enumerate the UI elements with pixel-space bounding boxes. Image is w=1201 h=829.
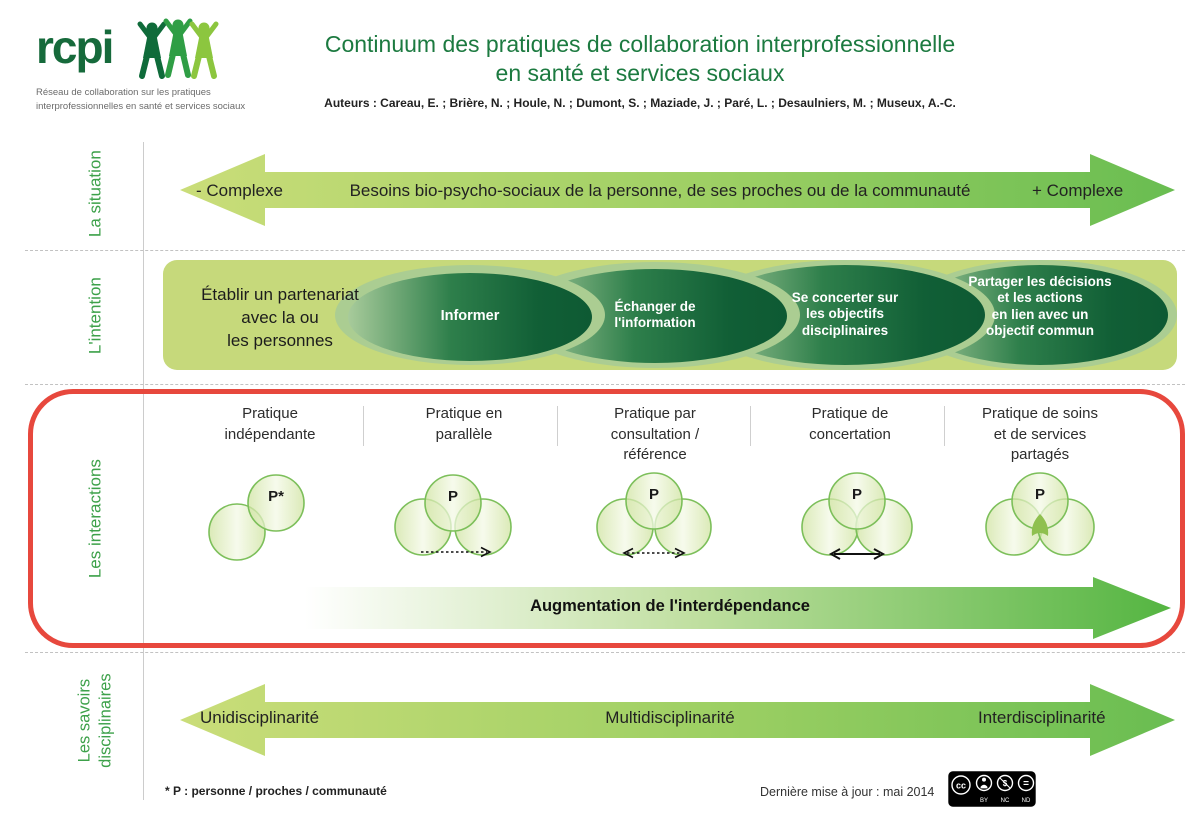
cc-glyph: cc <box>956 781 966 791</box>
p-label-5: P <box>1035 486 1045 503</box>
p-label-3: P <box>649 486 659 503</box>
venn-independante <box>208 474 305 561</box>
column-separator-4 <box>944 406 945 446</box>
person-body <box>980 784 988 789</box>
tagline-line: Réseau de collaboration sur les pratique… <box>36 87 246 112</box>
footnote-p-definition: * P : personne / proches / communauté <box>165 784 387 798</box>
p-label-1: P* <box>268 488 284 505</box>
slash-icon <box>999 777 1011 789</box>
attribution-icon <box>975 774 993 792</box>
row-separator-3 <box>25 652 1185 653</box>
venn-parallele <box>394 474 512 556</box>
nd-label: ND <box>1022 798 1031 804</box>
rcpi-logo-wordmark: rcpi <box>36 21 114 73</box>
venn-partages <box>985 472 1095 556</box>
savoirs-arrow <box>180 684 1175 756</box>
interactions-highlight-frame <box>28 389 1185 648</box>
intention-ellipses <box>335 260 1177 370</box>
rcpi-tagline: Réseau de collaboration sur les pratique… <box>36 86 266 114</box>
p-label-4: P <box>852 486 862 503</box>
page-title: Continuum des pratiques de collaboration… <box>324 31 956 86</box>
column-separator-2 <box>557 406 558 446</box>
p-label-2: P <box>448 488 458 505</box>
arrowhead <box>480 546 492 558</box>
cc-by-nc-nd-badge: cc $ = BY NC ND <box>948 771 1036 807</box>
arrowhead <box>622 547 634 559</box>
row-separator-2 <box>25 384 1185 385</box>
arrowhead <box>674 547 686 559</box>
row-label-situation: La situation <box>85 150 105 238</box>
column-separator-1 <box>363 406 364 446</box>
equals-glyph: = <box>1023 779 1029 790</box>
people-logo-icon <box>137 18 219 79</box>
arrowhead <box>828 548 841 560</box>
no-derivatives-icon <box>1017 774 1035 792</box>
interaction-venn-diagrams: P* P P P P <box>208 472 1095 561</box>
interdependence-arrow <box>305 577 1171 639</box>
authors-line: Auteurs : Careau, E. ; Brière, N. ; Houl… <box>324 96 956 110</box>
situation-center-label: Besoins bio-psycho-sociaux de la personn… <box>349 181 971 200</box>
row-separator-1 <box>25 250 1185 251</box>
row-label-intention: L'intention <box>85 277 105 355</box>
savoirs-right-label: Interdisciplinarité <box>978 708 1106 727</box>
savoirs-left-label: Unidisciplinarité <box>200 708 320 727</box>
last-updated: Dernière mise à jour : mai 2014 <box>760 785 935 799</box>
ellipse-label-informer: Informer <box>440 308 500 324</box>
column-separator-3 <box>750 406 751 446</box>
arrowhead <box>873 548 886 560</box>
situation-plus-label: + Complexe <box>1032 181 1124 200</box>
situation-minus-label: - Complexe <box>196 181 283 200</box>
venn-consultation <box>596 472 712 556</box>
venn-triple-intersection <box>1031 514 1049 536</box>
nc-label: NC <box>1001 798 1010 804</box>
left-divider-line <box>143 142 144 800</box>
ellipse-informer <box>348 273 592 361</box>
non-commercial-icon <box>996 774 1014 792</box>
savoirs-center-label: Multidisciplinarité <box>605 708 735 727</box>
situation-arrow <box>180 154 1175 226</box>
interdependence-label: Augmentation de l'interdépendance <box>530 597 810 615</box>
person-icon <box>982 777 986 782</box>
cc-icon <box>951 775 971 795</box>
venn-concertation <box>801 472 913 556</box>
by-label: BY <box>980 798 988 804</box>
